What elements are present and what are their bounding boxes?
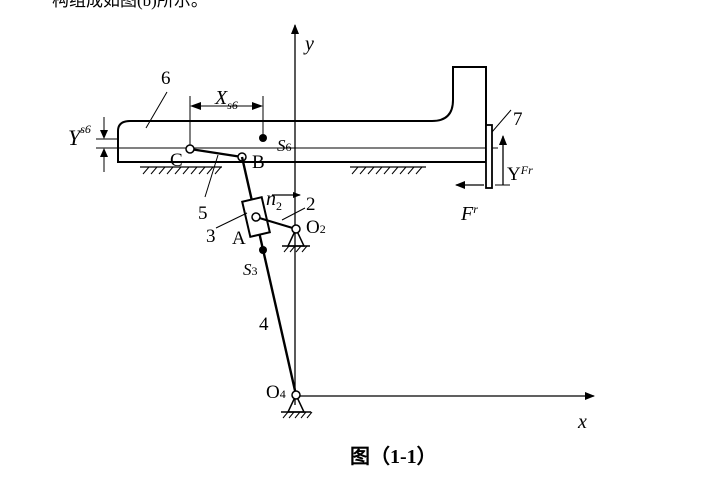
link-3-label: 3 [206,226,216,247]
pivot-o4-support [281,390,313,419]
link-7-label: 7 [513,109,523,130]
link-5-label: 5 [198,203,208,224]
y-axis-label: y [303,33,314,55]
pivot-o2-support [282,224,310,253]
joint-b-label: B [252,152,265,173]
ground-hatch-right [350,166,426,175]
force-fr-label: Fr [460,202,478,225]
s3-label: S3 [243,260,258,279]
x-axis-label: x [577,411,587,433]
n2-label: n2 [266,188,282,213]
link-6-label: 6 [161,68,171,89]
link-4-rocker [240,156,298,396]
joint-c-label: C [170,150,183,171]
link-5 [189,147,243,159]
ram-link-6 [117,66,487,163]
o4-label: O4 [266,382,286,403]
joint-c [185,144,195,154]
ys6-dimension-label: Ys6 [68,122,91,150]
joint-a-label: A [232,228,246,249]
yfr-dimension-label: YFr [507,163,533,185]
link-4-label: 4 [259,314,269,335]
tool-link-7 [485,124,493,189]
s6-mass-center [259,134,267,142]
figure-caption: 图（1-1） [350,445,437,468]
crank-link-2 [255,215,297,231]
o2-label: O2 [306,217,326,238]
link-2-label: 2 [306,194,316,215]
s3-mass-center [259,246,267,254]
ground-hatch-left [140,166,222,175]
s6-label: S6 [277,136,292,155]
joint-a [251,212,261,222]
top-text-fragment: 构组成如图(b)所示。 [52,0,208,10]
xs6-dimension-label: Xs6 [214,87,238,112]
